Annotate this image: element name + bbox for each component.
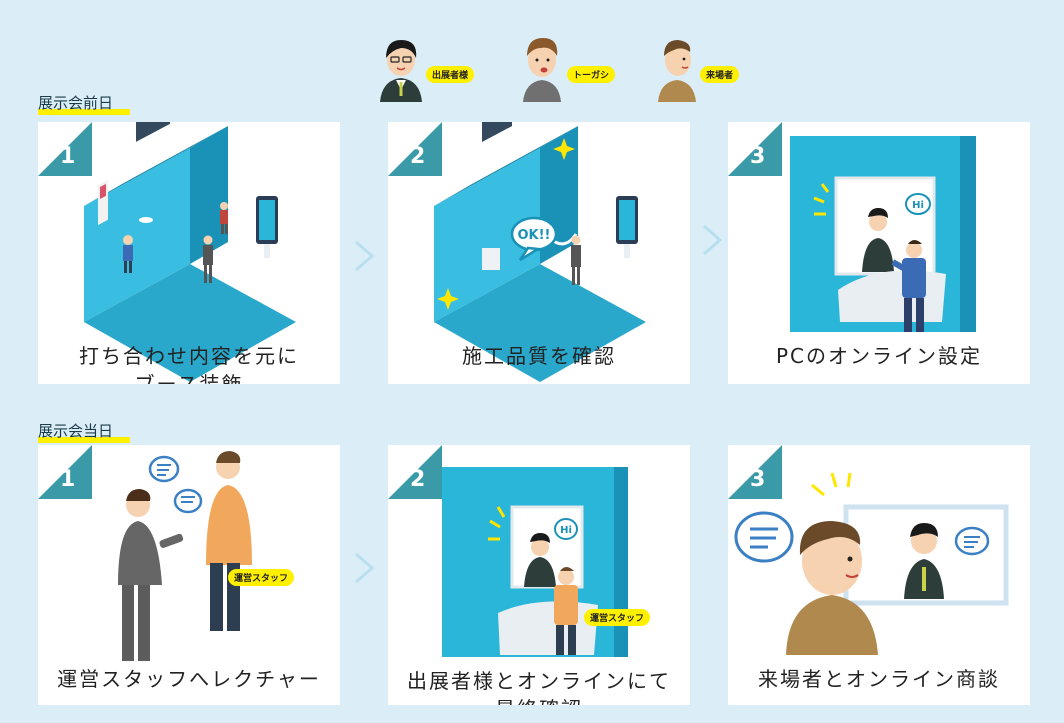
section-title-show-day: 展示会当日 — [38, 420, 130, 443]
step-caption: PCのオンライン設定 — [775, 344, 983, 368]
step-number: 1 — [60, 467, 76, 492]
step-number: 2 — [410, 144, 426, 169]
step-card-pc-setup: Hi 3 PCのオンライン設定 — [728, 122, 1030, 384]
lecturer-figure — [118, 489, 184, 661]
operator-figure — [891, 240, 926, 332]
step-number-badge — [728, 445, 782, 499]
persona-label: 来場者 — [700, 66, 740, 83]
step-number-badge — [388, 122, 442, 176]
role-tag: 運営スタッフ — [228, 569, 295, 586]
staff-member-figure — [206, 451, 252, 631]
quality-check-illustration: OK!! — [434, 122, 646, 382]
online-meeting-illustration — [734, 472, 1009, 655]
chevron-right-icon — [703, 224, 723, 256]
role-tag: 運営スタッフ — [584, 609, 651, 626]
ok-bubble-text: OK!! — [518, 228, 551, 243]
staff-lecture-illustration — [118, 451, 252, 661]
pc-setup-illustration: Hi — [790, 136, 976, 332]
step-number-badge — [38, 122, 92, 176]
booth-decoration-illustration — [84, 122, 296, 382]
step-number: 3 — [750, 144, 766, 169]
persona-label: 出展者様 — [426, 66, 475, 83]
step-number-badge — [728, 122, 782, 176]
visitor-figure — [786, 521, 878, 655]
step-card-staff-lecture: 運営スタッフ 1 運営スタッフへレクチャー — [38, 445, 340, 705]
persona-label: トーガシ — [567, 66, 616, 83]
step-caption: 施工品質を確認 — [462, 344, 616, 368]
chevron-right-icon — [355, 552, 375, 584]
togashi-avatar-icon — [523, 38, 561, 102]
visitor-avatar-icon — [658, 40, 696, 102]
section-title-day-before: 展示会前日 — [38, 92, 130, 115]
visitor-figure — [203, 235, 213, 283]
step-card-quality-check: OK!! 2 施工品質を確認 — [388, 122, 690, 384]
staff-operator-figure — [554, 567, 578, 655]
hi-bubble-text: Hi — [912, 200, 924, 211]
step-number: 3 — [750, 467, 766, 492]
hi-bubble-text: Hi — [560, 525, 572, 536]
persona-legend: 出展者様 トーガシ 来場者 — [0, 30, 1064, 110]
step-caption: 運営スタッフへレクチャー — [57, 667, 321, 691]
step-caption: 出展者様とオンラインにて 最終確認 — [407, 669, 671, 705]
speech-bubble-icon — [148, 455, 203, 514]
chevron-right-icon — [355, 240, 375, 272]
step-number-badge — [388, 445, 442, 499]
step-card-online-meeting: 3 来場者とオンライン商談 — [728, 445, 1030, 705]
staff-figure — [123, 235, 133, 273]
step-card-booth-decoration: 1 打ち合わせ内容を元に ブース装飾 — [38, 122, 340, 384]
step-number: 2 — [410, 467, 426, 492]
inspector-figure — [571, 235, 581, 285]
step-number: 1 — [60, 144, 76, 169]
step-caption: 来場者とオンライン商談 — [758, 667, 1000, 691]
step-number-badge — [38, 445, 92, 499]
sparkle-icon — [437, 138, 575, 310]
worker-figure — [220, 202, 228, 234]
step-card-final-check: Hi 運営スタッフ 2 出展者様とオンラインにて 最終確認 — [388, 445, 690, 705]
step-caption: 打ち合わせ内容を元に ブース装飾 — [79, 344, 299, 384]
exhibitor-avatar-icon — [380, 40, 422, 102]
